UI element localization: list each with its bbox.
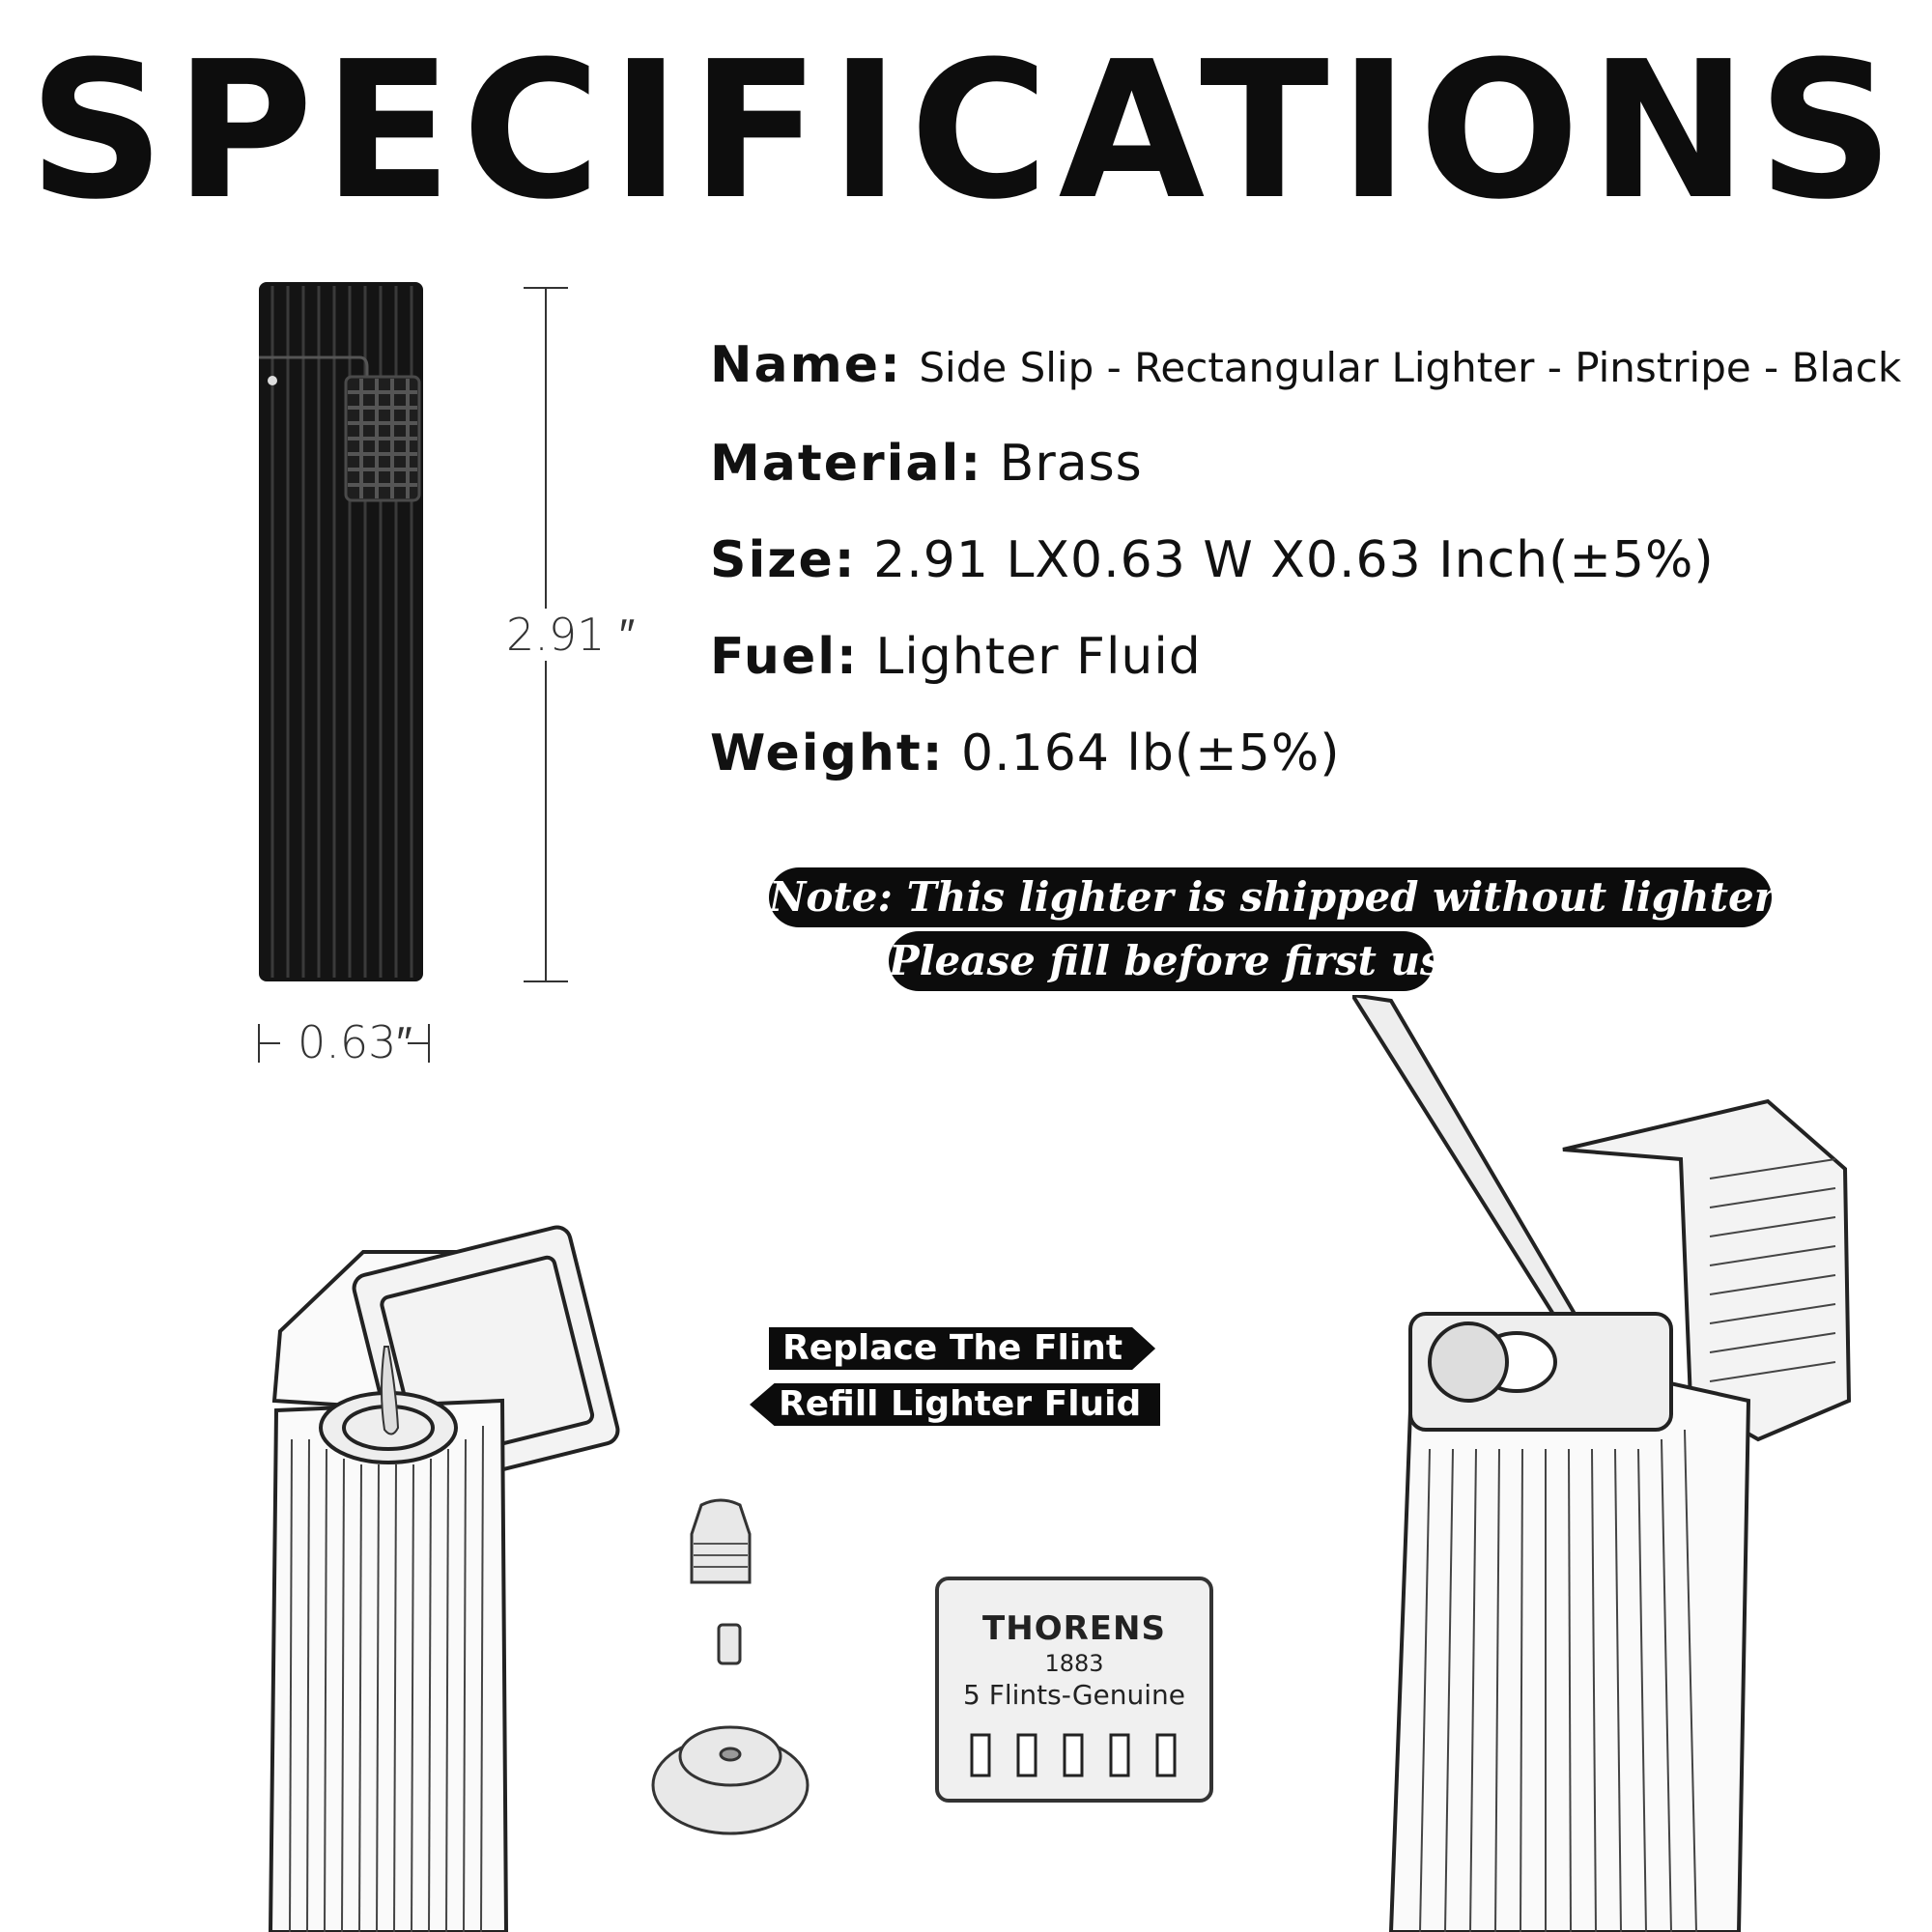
note-line-2: Please fill before first use. [889,931,1483,991]
spec-weight-key: Weight: [710,724,945,782]
page-title: SPECIFICATIONS [28,21,1904,242]
flint-screw-parts-illustration [651,1498,810,1835]
spec-weight-value: 0.164 lb(±5%) [961,724,1341,782]
spec-name-key: Name: [710,336,902,394]
open-lid-lighter-illustration [1352,995,1852,1932]
spec-weight: Weight: 0.164 lb(±5%) [710,724,1341,782]
flint-pack-year: 1883 [1044,1650,1104,1677]
flint-pack-label: 5 Flints-Genuine [963,1679,1185,1711]
flint-pack: THORENS 1883 5 Flints-Genuine [935,1577,1213,1803]
flint-pack-brand: THORENS [982,1609,1166,1648]
spec-material-value: Brass [999,435,1143,493]
width-dimension-line [258,1024,430,1063]
spec-name: Name: Side Slip - Rectangular Lighter - … [710,336,1901,394]
spec-size: Size: 2.91 LX0.63 W X0.63 Inch(±5%) [710,531,1715,589]
spec-material: Material: Brass [710,435,1143,493]
spec-material-key: Material: [710,435,983,493]
note-line-1: Note: This lighter is shipped without li… [769,867,1906,927]
spec-size-key: Size: [710,531,857,589]
flint-slots [970,1733,1177,1777]
width-label: 0.63″ [298,1016,412,1068]
spec-fuel-value: Lighter Fluid [875,628,1202,686]
spec-size-value: 2.91 LX0.63 W X0.63 Inch(±5%) [873,531,1715,589]
spec-fuel: Fuel: Lighter Fluid [710,628,1202,686]
height-label: 2.91 ″ [502,609,639,661]
spec-fuel-key: Fuel: [710,628,859,686]
refill-fluid-tag: Refill Lighter Fluid [750,1383,1161,1426]
open-lighter-illustration [268,1225,620,1932]
replace-flint-tag: Replace The Flint [769,1327,1156,1370]
black-lighter-image [259,282,423,981]
spec-name-value: Side Slip - Rectangular Lighter - Pinstr… [919,344,1902,391]
